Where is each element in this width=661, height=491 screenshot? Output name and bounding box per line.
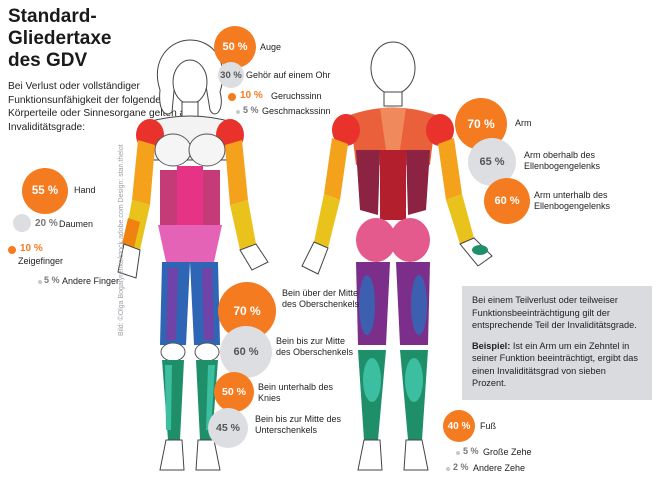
geruch-label: Geruchssinn	[271, 91, 322, 101]
bein-bis-value: 60 %	[233, 346, 259, 358]
info-box: Bei einem Teilverlust oder teilweiser Fu…	[462, 286, 652, 400]
andere-finger-label: Andere Finger	[62, 276, 120, 286]
andere-zehe-dot	[446, 467, 450, 471]
geruch-dot	[228, 93, 236, 101]
bein-ueber-label: Bein über der Mitte des Oberschenkels	[282, 288, 360, 309]
gehoer-value: 30 %	[220, 69, 242, 81]
hand-circle: 55 %	[22, 168, 68, 214]
auge-circle: 50 %	[214, 26, 256, 68]
auge-value: 50 %	[222, 41, 248, 53]
fuss-circle: 40 %	[443, 410, 475, 442]
geruch-value: 10 %	[240, 90, 263, 101]
auge-label: Auge	[260, 42, 282, 52]
geschmack-label: Geschmackssinn	[262, 106, 331, 116]
fuss-label: Fuß	[480, 421, 497, 431]
page-title: Standard- Gliedertaxe des GDV	[8, 6, 112, 71]
bein-bis-circle: 60 %	[220, 326, 272, 378]
bein-bis-label: Bein bis zur Mitte des Oberschenkels	[276, 336, 354, 357]
daumen-label: Daumen	[59, 219, 94, 229]
bein-ueber-value: 70 %	[233, 304, 261, 318]
geschmack-dot	[236, 110, 240, 114]
intro-text: Bei Verlust oder vollständiger Funktions…	[8, 81, 193, 133]
arm-oberhalb-label: Arm oberhalb des Ellenbogengelenks	[524, 150, 601, 171]
zeigefinger-value: 10 %	[20, 243, 43, 254]
hand-label: Hand	[74, 185, 96, 195]
arm-unterhalb-circle: 60 %	[484, 178, 530, 224]
image-credit: Bild: ©Olga Bogatyrenko/stock.adobe.com …	[118, 144, 125, 336]
arm-value: 70 %	[467, 117, 495, 131]
arm-unterhalb-label: Arm unterhalb des Ellenbogengelenks	[534, 190, 611, 211]
daumen-dot	[13, 214, 31, 232]
gehoer-label: Gehör auf einem Ohr	[246, 70, 331, 80]
bein-unterschenkel-label: Bein bis zur Mitte des Unterschenkels	[255, 414, 342, 435]
daumen-value: 20 %	[35, 218, 58, 229]
bein-unterhalb-circle: 50 %	[214, 372, 254, 412]
andere-zehe-value: 2 %	[453, 462, 469, 472]
back-figure	[301, 41, 493, 471]
fuss-value: 40 %	[447, 420, 471, 432]
info-example: Beispiel: Ist ein Arm um ein Zehntel in …	[472, 340, 642, 390]
zeigefinger-dot	[8, 246, 16, 254]
front-figure	[117, 39, 269, 471]
andere-zehe-label: Andere Zehe	[473, 463, 526, 473]
grosse-zehe-dot	[456, 451, 460, 455]
example-label: Beispiel:	[472, 340, 511, 351]
arm-label: Arm	[515, 118, 532, 128]
zeigefinger-label: Zeigefinger	[18, 256, 64, 266]
bein-unterschenkel-circle: 45 %	[208, 408, 248, 448]
example-text: Ist ein Arm um ein Zehntel in seiner Fun…	[472, 340, 638, 389]
arm-unterhalb-value: 60 %	[494, 195, 520, 207]
bein-unterhalb-value: 50 %	[222, 386, 246, 398]
bein-unterhalb-label: Bein unterhalb des Knies	[258, 382, 334, 403]
andere-finger-dot	[38, 280, 42, 284]
hand-value: 55 %	[31, 185, 59, 197]
grosse-zehe-value: 5 %	[463, 446, 479, 456]
arm-oberhalb-value: 65 %	[479, 156, 505, 168]
andere-finger-value: 5 %	[44, 275, 60, 285]
bein-unterschenkel-value: 45 %	[216, 422, 240, 434]
grosse-zehe-label: Große Zehe	[483, 447, 532, 457]
info-text: Bei einem Teilverlust oder teilweiser Fu…	[472, 295, 637, 330]
gehoer-circle: 30 %	[218, 62, 244, 88]
geschmack-value: 5 %	[243, 105, 259, 115]
